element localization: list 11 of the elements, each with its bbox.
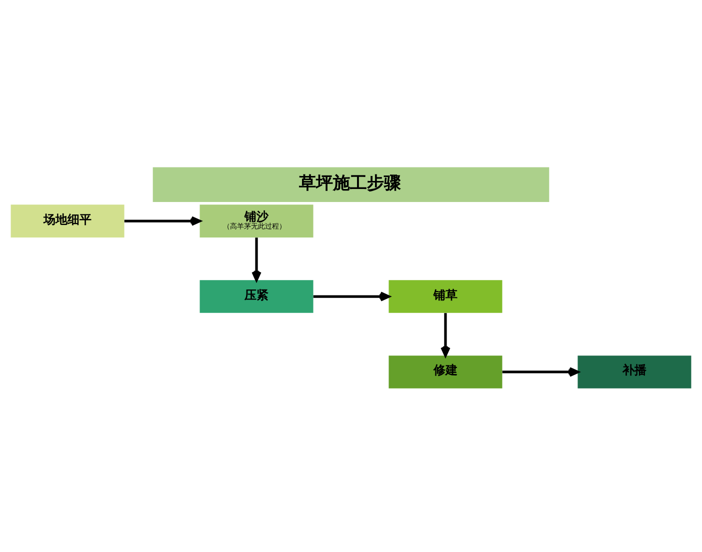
arrow <box>252 237 262 281</box>
diagram-title: 草坪施工步骤 <box>299 172 402 193</box>
arrow <box>124 216 202 226</box>
arrow <box>440 312 450 356</box>
node-box: 铺草 <box>388 280 502 312</box>
node-box: 场地细平 <box>10 204 124 237</box>
node-box: 压紧 <box>200 280 314 312</box>
node-box: 修建 <box>388 355 502 388</box>
node-box: 补播 <box>578 355 692 388</box>
arrow <box>313 291 390 301</box>
arrow <box>502 366 579 376</box>
